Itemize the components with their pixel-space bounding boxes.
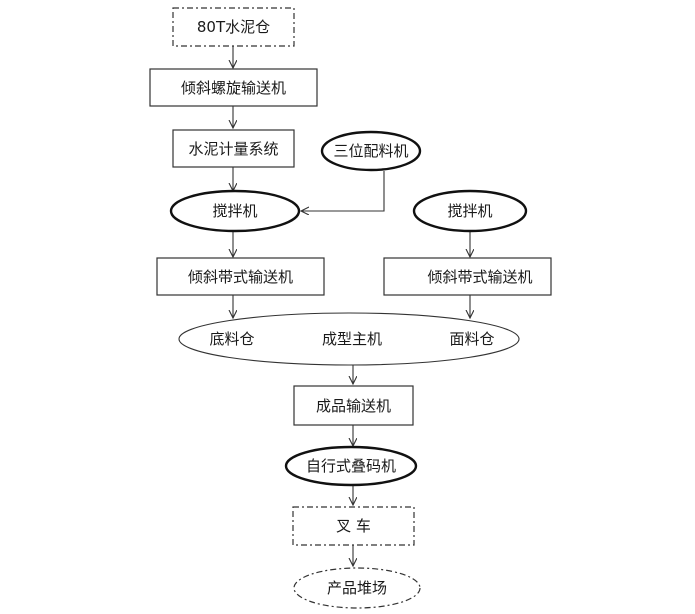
mixer-left-label: 搅拌机 [212,202,257,220]
screw-conveyor-node: 倾斜螺旋输送机 [149,68,318,107]
cement-silo-node: 80T水泥仓 [172,7,295,47]
belt-conveyor-right-node: 倾斜带式输送机 [383,257,552,296]
forklift-node: 叉 车 [292,506,415,546]
belt-conveyor-left-label: 倾斜带式输送机 [188,268,293,286]
product-yard-label: 产品堆场 [327,579,387,597]
mixer-right-label: 搅拌机 [447,202,492,220]
product-conveyor-label: 成品输送机 [316,397,391,415]
stacker-node: 自行式叠码机 [284,445,418,487]
arrow-batching-to-mixer [301,171,385,211]
forming-machine-node: 底料仓 成型主机 面料仓 [178,312,520,366]
product-yard-node: 产品堆场 [293,567,421,609]
batching-machine-label: 三位配料机 [333,142,408,160]
screw-conveyor-label: 倾斜螺旋输送机 [181,79,286,97]
cement-metering-node: 水泥计量系统 [172,129,295,168]
base-material-bin-label: 底料仓 [209,330,254,348]
face-material-bin-label: 面料仓 [449,330,494,348]
cement-silo-label: 80T水泥仓 [197,18,270,36]
batching-machine-node: 三位配料机 [320,130,422,172]
mixer-left-node: 搅拌机 [169,189,301,233]
main-forming-machine-label: 成型主机 [322,330,382,348]
cement-metering-label: 水泥计量系统 [188,140,278,158]
forklift-label: 叉 车 [336,517,371,535]
product-conveyor-node: 成品输送机 [293,385,414,426]
belt-conveyor-right-label: 倾斜带式输送机 [427,268,532,286]
belt-conveyor-left-node: 倾斜带式输送机 [156,257,325,296]
mixer-right-node: 搅拌机 [412,189,528,233]
stacker-label: 自行式叠码机 [306,457,396,475]
